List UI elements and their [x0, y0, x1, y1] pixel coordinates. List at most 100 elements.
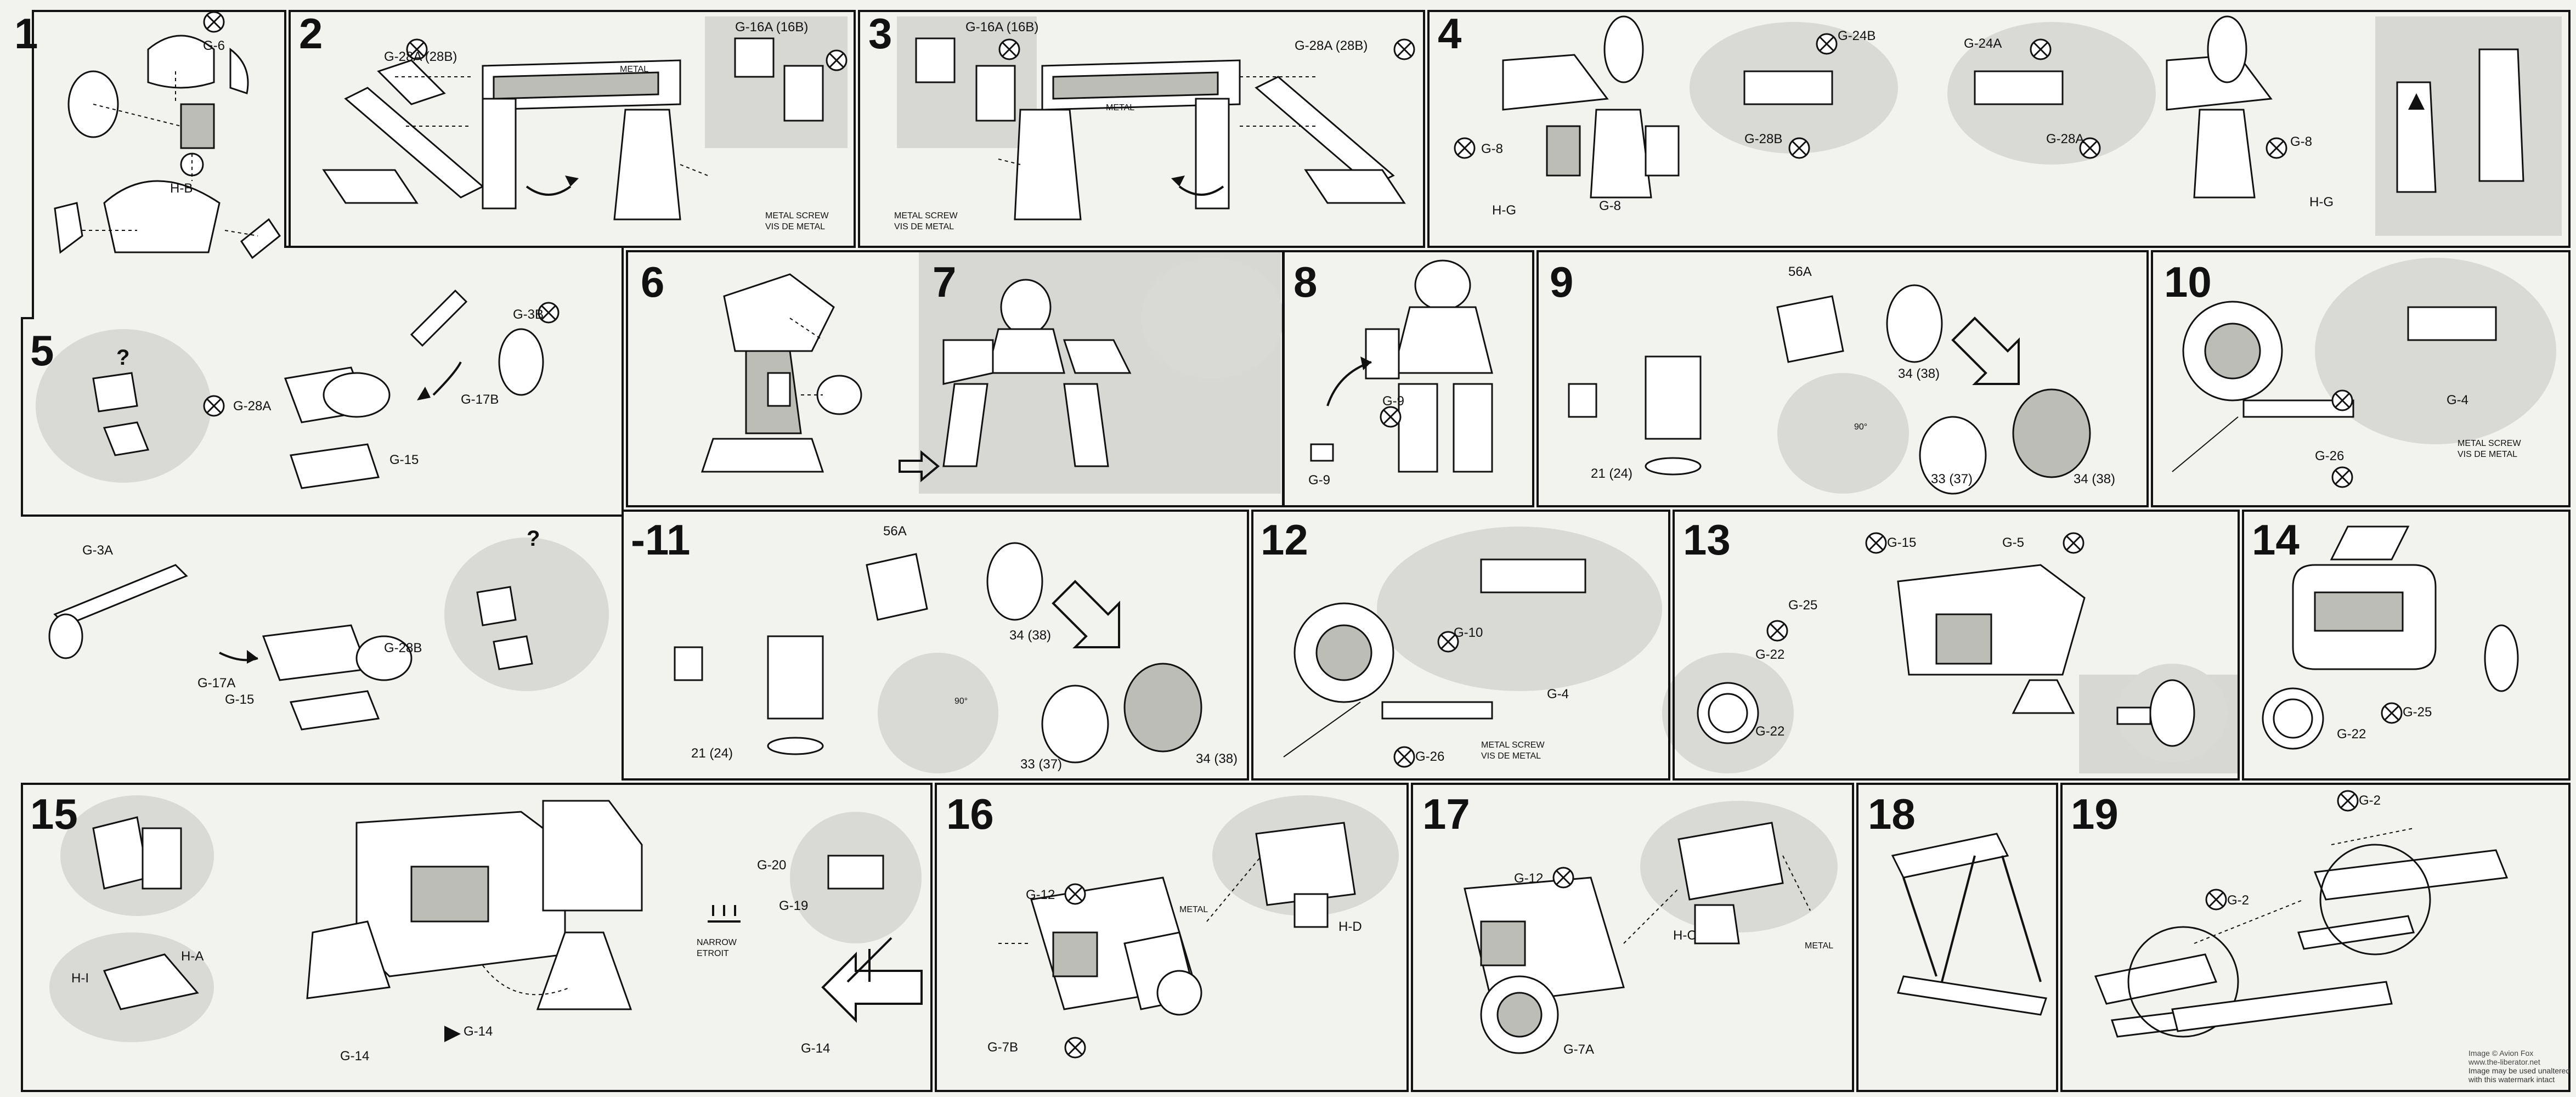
step13-parts: [1697, 564, 2195, 747]
label-step12-g10: G-10: [1454, 625, 1483, 640]
step-number-16: 16: [946, 790, 994, 838]
label-step4-g28b: G-28B: [1744, 132, 1783, 146]
bubble-step9: [1777, 373, 1909, 494]
label-step3-metal: METAL: [1106, 103, 1135, 112]
label-step5-g17b: G-17B: [461, 392, 499, 407]
step-number-15: 15: [30, 790, 78, 838]
label-step3-metal-screw: METAL SCREW: [894, 211, 958, 220]
label-step3-g16: G-16A (16B): [965, 20, 1039, 35]
bubble-step10: [2315, 258, 2556, 444]
label-step14-g22: G-22: [2337, 727, 2366, 742]
panel-borders: [21, 10, 2571, 1092]
label-step4-g24b: G-24B: [1838, 29, 1876, 43]
label-step2-metal-screw: METAL SCREW: [765, 211, 829, 220]
inset-step2: [705, 16, 848, 148]
bubble-step12: [1377, 527, 1662, 691]
label-step9-90deg: 90°: [1854, 422, 1868, 432]
label-step15-g14-right: G-14: [464, 1024, 493, 1039]
label-step5-g15-bottom: G-15: [225, 692, 255, 707]
label-step12-g26: G-26: [1415, 749, 1445, 764]
label-step5-g3b: G-3B: [513, 307, 544, 322]
nocut-symbols: [203, 11, 2403, 1059]
label-step11-33: 33 (37): [1020, 757, 1063, 772]
label-step19-g2-top: G-2: [2359, 793, 2381, 808]
step-number-11: -11: [631, 516, 691, 564]
label-step5-g28b: G-28B: [384, 641, 422, 655]
label-step15-g20: G-20: [757, 858, 787, 873]
label-step11-34: 34 (38): [1009, 628, 1052, 643]
label-step17-g7a: G-7A: [1563, 1042, 1595, 1057]
step-number-8: 8: [1293, 258, 1318, 306]
label-step15-g14-bottom: G-14: [801, 1041, 831, 1056]
label-step3-g28: G-28A (28B): [1295, 38, 1368, 53]
label-step13-g25: G-25: [1788, 598, 1818, 613]
label-step17-metal: METAL: [1805, 941, 1834, 951]
label-step2-vis-de-metal: VIS DE METAL: [765, 222, 826, 231]
label-step5-g15-top: G-15: [389, 453, 419, 467]
label-step4-g8-left: G-8: [1481, 142, 1504, 156]
label-step2-g16: G-16A (16B): [735, 20, 809, 35]
label-step14-g25: G-25: [2403, 705, 2432, 720]
step12-parts: [1283, 558, 1586, 757]
label-step4-g8-mid: G-8: [1599, 199, 1622, 213]
step-number-19: 19: [2071, 790, 2119, 838]
label-step11-34b: 34 (38): [1196, 751, 1238, 766]
label-step15-g14-left: G-14: [340, 1049, 370, 1064]
step2-parts: [322, 37, 824, 220]
step-number-12: 12: [1261, 516, 1308, 564]
label-step13-g15: G-15: [1887, 535, 1917, 550]
label-step10-vis-de-metal: VIS DE METAL: [2458, 450, 2518, 459]
watermark-line1: Image © Avion Fox: [2468, 1049, 2534, 1058]
watermark-line2: www.the-liberator.net: [2468, 1058, 2540, 1066]
step-number-3: 3: [868, 9, 892, 58]
step4-parts: [1502, 15, 2524, 199]
label-step4-g24a: G-24A: [1964, 36, 2002, 51]
label-step10-metal-screw: METAL SCREW: [2458, 439, 2521, 448]
label-step15-etroit: ETROIT: [697, 949, 729, 958]
watermark: Image © Avion Fox www.the-liberator.net …: [2468, 1049, 2570, 1084]
label-step9-34b: 34 (38): [2074, 472, 2116, 487]
step-number-6: 6: [641, 258, 665, 306]
step-number-14: 14: [2252, 516, 2300, 564]
step19-parts: [2094, 828, 2509, 1038]
step-number-4: 4: [1438, 9, 1462, 58]
label-step4-g8-right: G-8: [2290, 134, 2313, 149]
label-step19-g2-mid: G-2: [2227, 893, 2250, 908]
step15-parts: [92, 800, 923, 1042]
label-step1-g6: G-6: [203, 38, 225, 53]
step9-parts: [1568, 284, 2091, 495]
label-step12-metal-screw: METAL SCREW: [1481, 740, 1545, 750]
step-number-9: 9: [1550, 258, 1574, 306]
bubble-step5b: [444, 538, 609, 691]
label-step13-g5: G-5: [2002, 535, 2025, 550]
bubble-step11: [878, 653, 998, 773]
label-step16-g7b: G-7B: [987, 1040, 1019, 1055]
bubble-step7: [1141, 258, 1284, 378]
watermark-line3: Image may be used unaltered: [2468, 1066, 2571, 1075]
label-step9-21: 21 (24): [1591, 466, 1633, 481]
question-icon-step5a: ?: [116, 346, 130, 370]
step-number-2: 2: [299, 9, 323, 58]
step3-parts: [915, 37, 1406, 220]
label-step11-90deg: 90°: [954, 697, 968, 706]
step10-parts: [2172, 301, 2497, 472]
step-number-17: 17: [1422, 790, 1470, 838]
label-step15-ha: H-A: [181, 949, 204, 964]
label-step13-g22: G-22: [1755, 647, 1785, 662]
label-step1-hb: H-B: [170, 181, 193, 196]
label-step15-hi: H-I: [71, 971, 89, 986]
step-number-1: 1: [14, 9, 38, 58]
label-step12-vis-de-metal: VIS DE METAL: [1481, 751, 1541, 761]
step-number-10: 10: [2164, 258, 2212, 306]
step7-parts: [899, 279, 1132, 483]
step11-parts: [674, 542, 1202, 764]
label-step3-vis-de-metal: VIS DE METAL: [894, 222, 954, 231]
step17-parts: [1464, 822, 1811, 1054]
step8-parts: [1310, 259, 1493, 473]
label-step8-g9: G-9: [1382, 394, 1405, 409]
label-step2-g28: G-28A (28B): [384, 49, 457, 64]
label-step5-g3a: G-3A: [82, 543, 114, 558]
label-step10-g26: G-26: [2315, 449, 2345, 463]
